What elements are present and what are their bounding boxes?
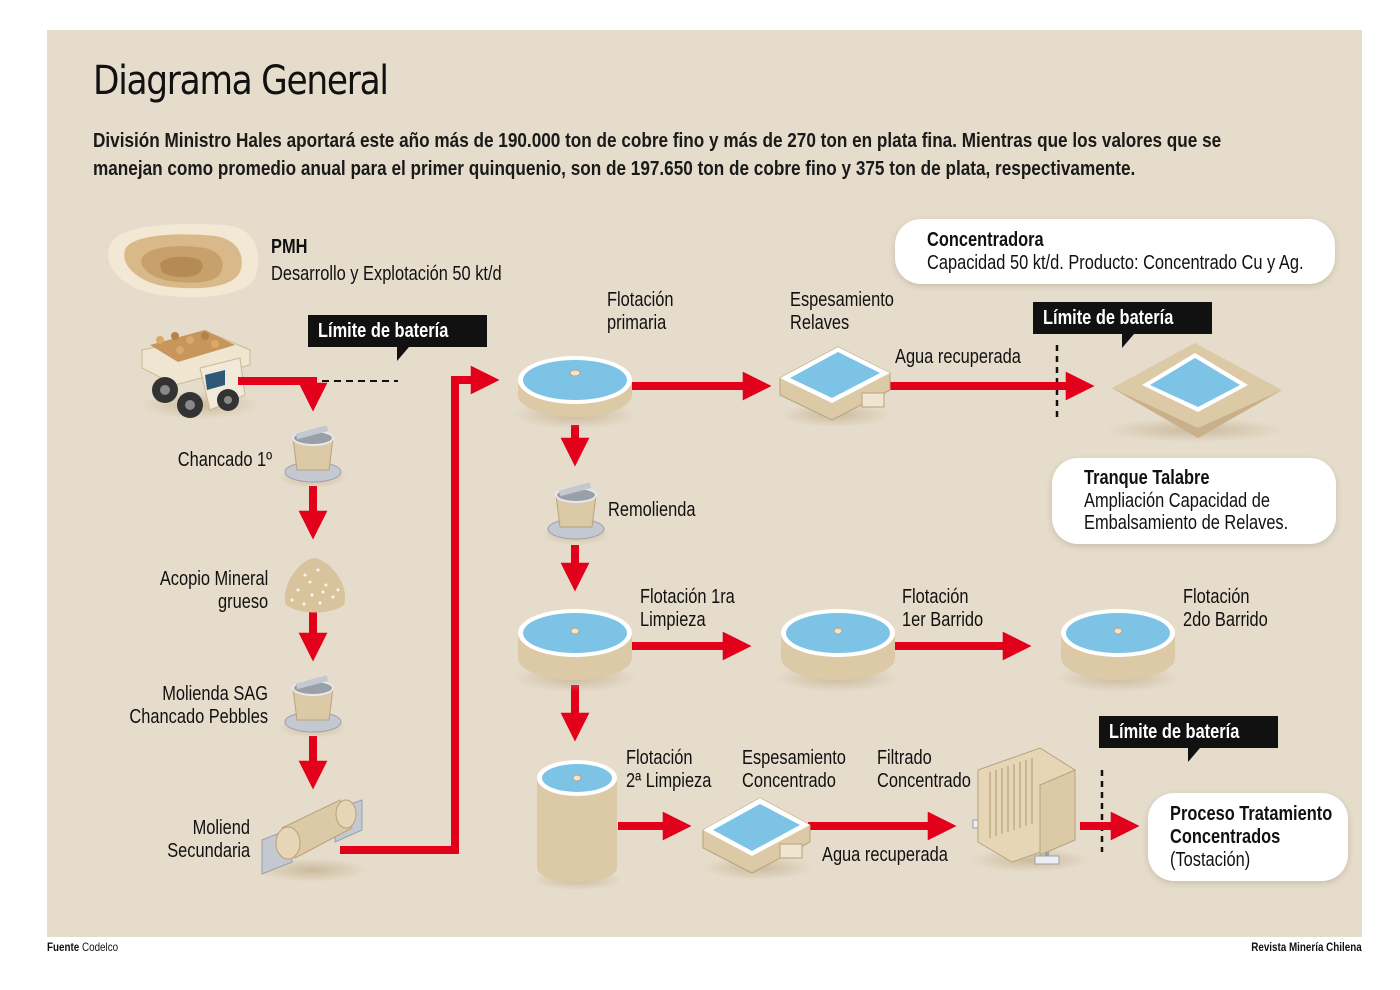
label-flotacion-1ra-1: Flotación 1ra	[640, 586, 735, 608]
label-filtrado-1: Filtrado	[877, 747, 932, 769]
label-espesamiento-relaves-1: Espesamiento	[790, 289, 894, 311]
label-agua-recuperada-2: Agua recuperada	[822, 844, 948, 866]
proceso-line-1: Proceso Tratamiento	[1170, 803, 1333, 825]
battery-limit-label: Límite de batería	[1099, 716, 1278, 762]
flotation-cell-icon	[1056, 609, 1180, 692]
label-moliend-2: Secundaria	[167, 840, 250, 862]
label-acopio-1: Acopio Mineral	[159, 568, 268, 590]
label-moliend-1: Moliend	[192, 817, 250, 839]
filter-press-icon	[970, 747, 1090, 872]
label-flotacion-1er-barrido-1: Flotación	[902, 586, 969, 608]
label-sag-1: Molienda SAG	[162, 683, 268, 705]
intro-line-1: División Ministro Hales aportará este añ…	[93, 130, 1222, 152]
label-flotacion-2a-2: 2ª Limpieza	[626, 770, 712, 792]
tailings-dam-icon	[1105, 343, 1285, 442]
thickener-concentrado-icon	[702, 797, 813, 880]
label-flotacion-1ra-2: Limpieza	[640, 609, 706, 631]
label-flotacion-1er-barrido-2: 1er Barrido	[902, 609, 984, 631]
label-flotacion-2do-barrido-1: Flotación	[1183, 586, 1250, 608]
label-remolienda: Remolienda	[608, 499, 696, 521]
ball-mill-icon	[257, 799, 367, 882]
concentradora-title: Concentradora	[927, 229, 1044, 251]
label-espesamiento-concentrado-2: Concentrado	[742, 770, 836, 792]
intro-line-2: manejan como promedio anual para el prim…	[93, 158, 1136, 180]
flotation-cell-icon	[776, 609, 900, 692]
label-espesamiento-relaves-2: Relaves	[790, 312, 850, 334]
label-flotacion-primaria-2: primaria	[607, 312, 667, 334]
tranque-line-1: Ampliación Capacidad de	[1084, 490, 1270, 512]
label-flotacion-2do-barrido-2: 2do Barrido	[1183, 609, 1268, 631]
source-label: Fuente	[47, 940, 80, 954]
label-flotacion-2a-1: Flotación	[626, 747, 693, 769]
pmh-subtitle: Desarrollo y Explotación 50 kt/d	[271, 263, 502, 285]
intro-text: División Ministro Hales aportará este añ…	[93, 127, 1294, 183]
crusher-icon	[541, 482, 611, 545]
flotation-column-icon	[532, 760, 622, 890]
source-value: Codelco	[82, 940, 119, 954]
publisher-credit: Revista Minería Chilena	[1251, 940, 1362, 954]
battery-limit-label: Límite de batería	[308, 315, 487, 361]
thickener-relaves-icon	[779, 346, 891, 427]
label-agua-recuperada: Agua recuperada	[895, 346, 1021, 368]
label-acopio-2: grueso	[217, 591, 268, 613]
battery-limit-label: Límite de batería	[1033, 302, 1212, 348]
arrow-moliend-to-flotacion	[340, 365, 500, 854]
label-filtrado-2: Concentrado	[877, 770, 971, 792]
tranque-line-2: Embalsamiento de Relaves.	[1084, 512, 1289, 534]
pmh-title: PMH	[271, 236, 308, 258]
concentradora-callout: Concentradora Capacidad 50 kt/d. Product…	[895, 219, 1335, 284]
label-chancado: Chancado 1º	[177, 449, 272, 471]
tranque-talabre-callout: Tranque Talabre Ampliación Capacidad de …	[1052, 458, 1336, 544]
stockpile-icon	[284, 558, 346, 613]
crusher-icon	[278, 425, 348, 488]
crusher-icon	[278, 675, 348, 738]
page-title: Diagrama General	[93, 58, 389, 104]
tranque-title: Tranque Talabre	[1084, 467, 1210, 489]
concentradora-detail: Capacidad 50 kt/d. Producto: Concentrado…	[927, 252, 1304, 274]
label-sag-2: Chancado Pebbles	[129, 706, 268, 728]
proceso-line-2: Concentrados	[1170, 826, 1281, 848]
arrow-truck-to-chancado	[238, 377, 328, 412]
proceso-tratamiento-callout: Proceso Tratamiento Concentrados (Tostac…	[1148, 793, 1348, 881]
flotation-cell-icon	[513, 356, 637, 429]
haul-truck-icon	[140, 330, 260, 419]
proceso-line-3: (Tostación)	[1170, 849, 1251, 871]
label-flotacion-primaria-1: Flotación	[607, 289, 674, 311]
source-credit: Fuente Codelco	[47, 940, 118, 954]
flotation-cell-icon	[513, 609, 637, 692]
open-pit-mine-icon	[108, 224, 259, 298]
flow-arrows	[238, 365, 1140, 854]
label-espesamiento-concentrado-1: Espesamiento	[742, 747, 846, 769]
